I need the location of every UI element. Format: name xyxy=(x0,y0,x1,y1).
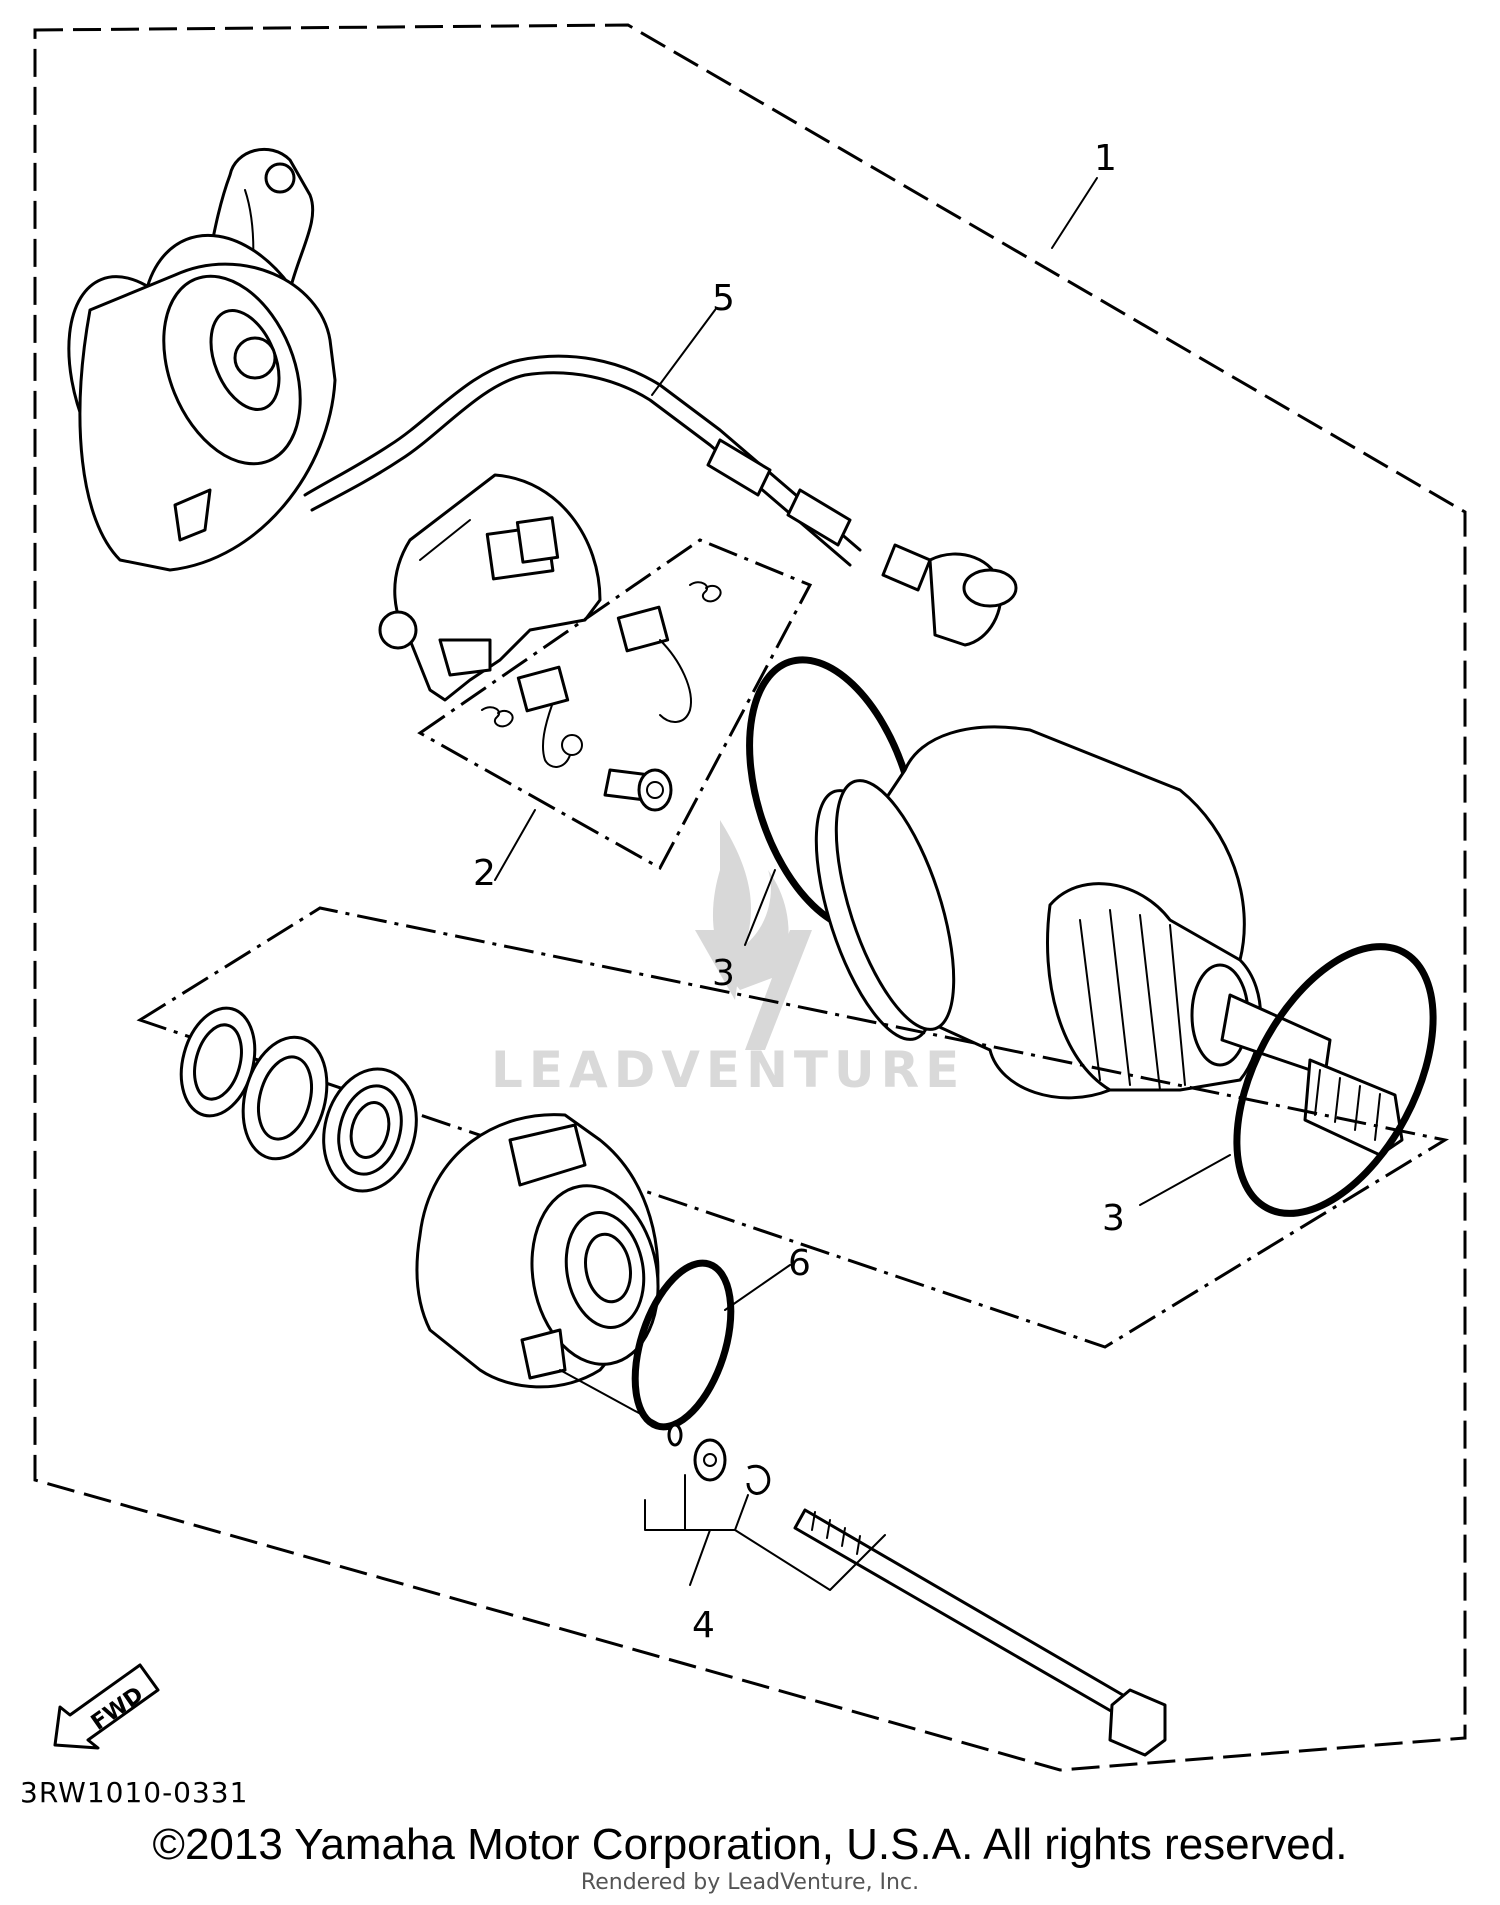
leader-6 xyxy=(724,1264,791,1311)
bearing xyxy=(322,1067,418,1193)
spring-2 xyxy=(481,706,514,728)
spring-1 xyxy=(689,581,722,603)
callout-3-lower: 3 xyxy=(1102,1198,1125,1239)
copyright-notice: ©2013 Yamaha Motor Corporation, U.S.A. A… xyxy=(152,1820,1348,1869)
callout-2: 2 xyxy=(473,853,496,894)
callout-3-upper: 3 xyxy=(712,953,735,994)
leadventure-watermark: LEADVENTURE xyxy=(491,820,965,1099)
bolt-leader xyxy=(734,1529,886,1591)
shim-washers xyxy=(179,1006,329,1161)
starter-end-cover xyxy=(67,147,337,572)
leader-5 xyxy=(651,309,716,396)
brush-holder xyxy=(378,473,602,702)
front-cover xyxy=(415,1113,660,1389)
armature-yoke xyxy=(814,725,1404,1157)
leader-3a xyxy=(744,869,776,946)
leader-3b xyxy=(1139,1154,1231,1206)
callout-5: 5 xyxy=(712,278,735,319)
o-ring-6 xyxy=(631,1259,735,1431)
washer-kit xyxy=(559,1369,771,1586)
brush-kit xyxy=(417,538,813,871)
o-ring-lower xyxy=(1233,943,1437,1217)
reference-code: 3RW1010-0331 xyxy=(20,1776,248,1809)
callout-6: 6 xyxy=(788,1243,811,1284)
assembly-boundary xyxy=(33,23,1467,1772)
watermark-text: LEADVENTURE xyxy=(491,1041,965,1099)
rendered-by-credit: Rendered by LeadVenture, Inc. xyxy=(580,1870,920,1895)
brush-screw xyxy=(603,768,673,812)
callout-1: 1 xyxy=(1094,138,1117,179)
callout-4: 4 xyxy=(692,1605,715,1646)
lead-wire xyxy=(303,354,1018,647)
through-bolt xyxy=(793,1508,1167,1757)
lower-group-box xyxy=(136,906,1450,1349)
leader-2 xyxy=(494,809,536,881)
fwd-arrow-icon: FWD xyxy=(53,1663,160,1750)
leader-1 xyxy=(1051,177,1098,249)
